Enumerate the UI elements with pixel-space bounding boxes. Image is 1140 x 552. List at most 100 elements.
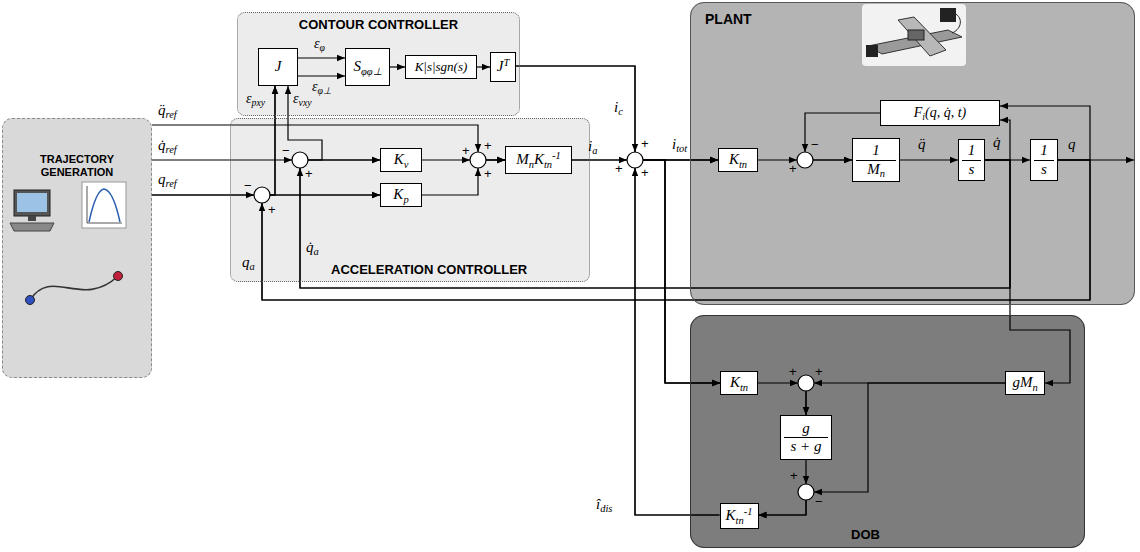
arrow-head <box>397 64 405 70</box>
signal-wire <box>477 64 490 70</box>
transfer-block: J <box>258 48 298 86</box>
block-label: Ktn <box>729 151 747 168</box>
block-label: g <box>784 420 828 438</box>
xy-stage-photo <box>862 4 966 66</box>
sign-label: − <box>282 145 290 157</box>
signal-wire <box>285 86 1010 288</box>
block-label: J <box>275 58 282 75</box>
panel-fill <box>230 118 590 282</box>
subscript: pxy <box>252 97 266 108</box>
panel-fill <box>690 315 1085 548</box>
signal-wire <box>759 383 1006 518</box>
xy-stage-photo <box>866 45 878 57</box>
subscript: ref <box>166 178 177 189</box>
sign-label: + <box>789 366 797 378</box>
arrow-head <box>814 380 822 386</box>
panel-title: ACCELERATION CONTROLLER <box>331 262 527 278</box>
block-label: Fi(q, q̇, t) <box>914 105 967 121</box>
arrow-head <box>632 144 638 152</box>
arrow-head <box>803 407 809 415</box>
wire-line <box>806 383 1005 415</box>
arrow-head <box>497 157 505 163</box>
arrow-head <box>372 192 380 198</box>
subscript: n <box>880 168 885 179</box>
path-icon <box>114 272 123 281</box>
block-label: s <box>1041 161 1047 178</box>
signal-label: q̇ <box>993 135 1001 150</box>
computer-icon <box>14 190 50 216</box>
computer-icon <box>17 193 47 212</box>
signal-label: q̇ref <box>158 138 177 153</box>
subscript: dis <box>600 503 612 514</box>
wire-line <box>152 86 275 195</box>
wire-line <box>262 160 1090 300</box>
subscript: p <box>403 194 408 205</box>
signal-label: εφ⊥ <box>312 80 332 94</box>
block-label: Ktn <box>730 374 748 391</box>
sign-label: + <box>790 470 798 482</box>
subscript: φ⊥ <box>318 85 332 96</box>
chart-icon <box>82 182 126 228</box>
arrow-head <box>844 157 852 163</box>
sign-label: + <box>305 168 313 180</box>
block-label: Ktn-1 <box>726 507 753 524</box>
superscript: -1 <box>744 506 753 517</box>
chart-icon <box>89 189 120 222</box>
subscript: tn <box>544 159 552 170</box>
computer-icon <box>28 216 36 221</box>
arrow-head <box>475 168 481 176</box>
transfer-block: JT <box>490 52 516 82</box>
block-label: gMn <box>1012 374 1037 391</box>
arrow-head <box>710 157 718 163</box>
arrow-head <box>710 157 718 163</box>
arrow-head <box>372 157 380 163</box>
block-label: 1 <box>856 142 896 160</box>
wire-line <box>635 160 720 515</box>
subscript: tn <box>739 159 747 170</box>
wire-line <box>300 160 1010 288</box>
trajectory-panel: TRAJECTORY GENERATION <box>2 118 152 378</box>
summing-junction <box>797 152 813 168</box>
panel-fill <box>690 2 1135 305</box>
transfer-block: 1s <box>958 139 985 181</box>
signal-label: îdis <box>596 497 612 512</box>
arrow-head <box>712 380 720 386</box>
arrow-head <box>950 157 958 163</box>
block-label: Sφφ⊥ <box>353 58 381 75</box>
subscript: tn <box>736 515 744 526</box>
transfer-block: Kp <box>380 183 422 207</box>
transfer-block: Ktn <box>720 371 758 395</box>
wire-line <box>152 125 505 160</box>
signal-wire <box>572 160 720 386</box>
signal-wire <box>300 157 1010 288</box>
arrow-head <box>1000 103 1008 109</box>
wire-line <box>422 160 505 195</box>
signal-label: q̇a <box>306 240 319 255</box>
sign-label: + <box>484 140 492 152</box>
superscript: -1 <box>552 150 561 161</box>
sign-label: + <box>815 366 823 378</box>
panel-title: PLANT <box>705 11 752 28</box>
subscript: a <box>592 145 597 156</box>
xy-stage-photo <box>868 30 962 54</box>
transfer-block: gs + g <box>780 415 832 460</box>
transfer-block: MnKtn-1 <box>505 146 572 174</box>
signal-wire <box>390 64 405 70</box>
signal-wire <box>152 125 505 163</box>
signal-label: ia <box>588 139 597 154</box>
arrow-head <box>337 55 345 61</box>
signal-wire <box>635 160 720 515</box>
observer-panel: DOBKtngs + ggMnKtn-1 <box>690 315 1085 548</box>
signal-label: ic <box>614 100 623 115</box>
arrow-head <box>462 157 470 163</box>
transfer-block: Ktn <box>718 148 758 172</box>
block-label: Mn <box>867 161 885 178</box>
summing-junction <box>470 152 486 168</box>
plant-panel: PLANTKtnFi(q, q̇, t)1Mn1s1s <box>690 2 1135 305</box>
signal-wire <box>298 55 345 79</box>
signal-wire <box>900 157 958 163</box>
arrow-head <box>246 192 254 198</box>
wire-line <box>758 383 806 415</box>
